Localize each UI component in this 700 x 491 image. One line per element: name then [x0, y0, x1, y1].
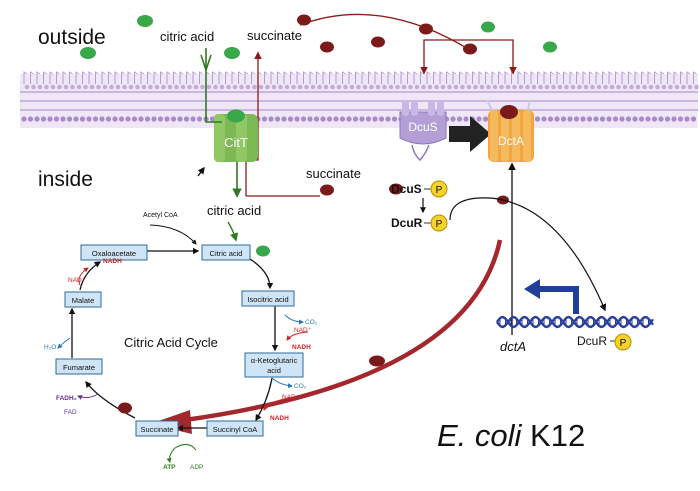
dcur-to-dna-arrow — [449, 197, 607, 312]
fad-label: FAD — [64, 409, 77, 416]
succinate-molecule — [118, 402, 132, 414]
organism-label: E. coli K12 — [437, 418, 585, 453]
atp-label: ATP — [163, 464, 176, 471]
citric-acid-inside-label: citric acid — [207, 203, 261, 218]
node-oxaloacetate — [80, 244, 148, 261]
cell-membrane — [20, 71, 699, 128]
isocitric-acid-label: Isocitric acid — [247, 295, 288, 304]
node-isocitric-acid — [241, 290, 295, 307]
succinate-molecule — [389, 183, 403, 195]
node-succinyl-coa — [206, 420, 264, 437]
succinate-molecule — [320, 41, 334, 53]
succinate-molecule — [369, 355, 385, 367]
co2-2-label: CO₂ — [294, 383, 307, 390]
citrate-molecule — [224, 47, 240, 59]
citric-acid-import-line — [205, 48, 222, 123]
fumarate-label: Fumarate — [63, 363, 95, 372]
oxaloacetate-label: Oxaloacetate — [92, 249, 136, 258]
h2o-label: H₂O — [44, 344, 56, 351]
dcur-p-label: DcuR — [391, 216, 423, 230]
phosphate-label: P — [436, 185, 443, 196]
succinate-outside-label: succinate — [247, 28, 302, 43]
nad-3-label: NAD⁺ — [282, 394, 300, 401]
small-arrow — [197, 166, 205, 177]
acetyl-coa-label: Acetyl CoA — [143, 212, 178, 219]
node-ketoglutaric-acid — [244, 352, 304, 378]
succinate-arc — [299, 13, 471, 51]
nad-2-label: NAD⁺ — [294, 327, 312, 334]
citt-label: CitT — [224, 135, 248, 150]
phosphate-label: P — [436, 219, 443, 230]
promoter-arrowhead — [524, 279, 540, 299]
dcus-sensor: DcuS — [399, 100, 447, 162]
nad-1-label: NAD⁺ — [68, 277, 86, 284]
dna-strand — [496, 315, 654, 329]
citric-acid-to-cycle-arrow — [227, 221, 239, 242]
dcta-transporter: DctA — [486, 99, 534, 162]
succinate-import-arrow — [184, 239, 503, 423]
nadh-1-label: NADH — [103, 258, 122, 265]
dcus-label: DcuS — [408, 120, 437, 134]
succinate-inside-label: succinate — [306, 166, 361, 181]
succinate-to-dcus-arrow — [420, 39, 448, 75]
dcus-p-label: DcuS — [391, 182, 422, 196]
citrate-molecule — [256, 245, 270, 257]
succinyl-coa-label: Succinyl CoA — [213, 425, 258, 434]
outside-label: outside — [38, 26, 106, 49]
nadh-3-label: NADH — [270, 415, 289, 422]
outside-molecules — [80, 14, 557, 59]
nadh-2-label: NADH — [292, 344, 311, 351]
succinate-molecule — [371, 36, 385, 48]
malate-label: Malate — [72, 296, 95, 305]
dcur-dna-label: DcuR — [577, 334, 607, 348]
cycle-title: Citric Acid Cycle — [124, 335, 218, 350]
phosphate-label: P — [620, 338, 627, 349]
citrate-molecule — [137, 15, 153, 27]
promoter-arrow — [538, 286, 579, 314]
signal-arrow — [449, 116, 491, 152]
citric-acid-node-label: Citric acid — [210, 249, 243, 258]
node-citric-acid — [201, 244, 251, 261]
citric-acid-cycle: Oxaloacetate Citric acid Isocitric acid … — [44, 212, 318, 471]
organism-species: E. coli — [437, 418, 523, 453]
inside-label: inside — [38, 168, 93, 191]
citrate-molecule — [543, 41, 557, 53]
dcur-phosphorylated: DcuR P — [391, 214, 448, 232]
node-fumarate — [55, 358, 103, 375]
citric-acid-outside-label: citric acid — [160, 29, 214, 44]
phosphate-badge — [430, 180, 448, 198]
citt-transporter: CitT — [214, 109, 258, 162]
dcus-phosphorylated: DcuS P — [391, 180, 448, 198]
ketoglutaric-label-line2: acid — [267, 366, 281, 375]
ketoglutaric-label-line1: α-Ketoglutaric — [251, 356, 298, 365]
citrate-molecule — [481, 21, 495, 33]
organism-strain: K12 — [521, 418, 585, 453]
succinate-molecule — [320, 184, 334, 196]
dcur-on-dna: DcuR P — [577, 333, 632, 351]
node-malate — [64, 291, 102, 308]
citric-acid-chevron — [200, 54, 212, 73]
fadh2-label: FADH₂ — [56, 395, 77, 402]
citrate-molecule — [80, 47, 96, 59]
phosphate-badge — [614, 333, 632, 351]
succinate-molecule — [463, 43, 477, 55]
co2-1-label: CO₂ — [305, 319, 318, 326]
node-succinate — [135, 420, 179, 437]
succinate-node-label: Succinate — [141, 425, 174, 434]
adp-label: ADP — [190, 464, 203, 471]
dcta-gene-label: dctA — [500, 339, 526, 354]
phosphate-badge — [430, 214, 448, 232]
succinate-molecule — [419, 23, 433, 35]
succinate-to-dcta-arrow — [448, 39, 517, 75]
dcta-label: DctA — [498, 134, 524, 148]
